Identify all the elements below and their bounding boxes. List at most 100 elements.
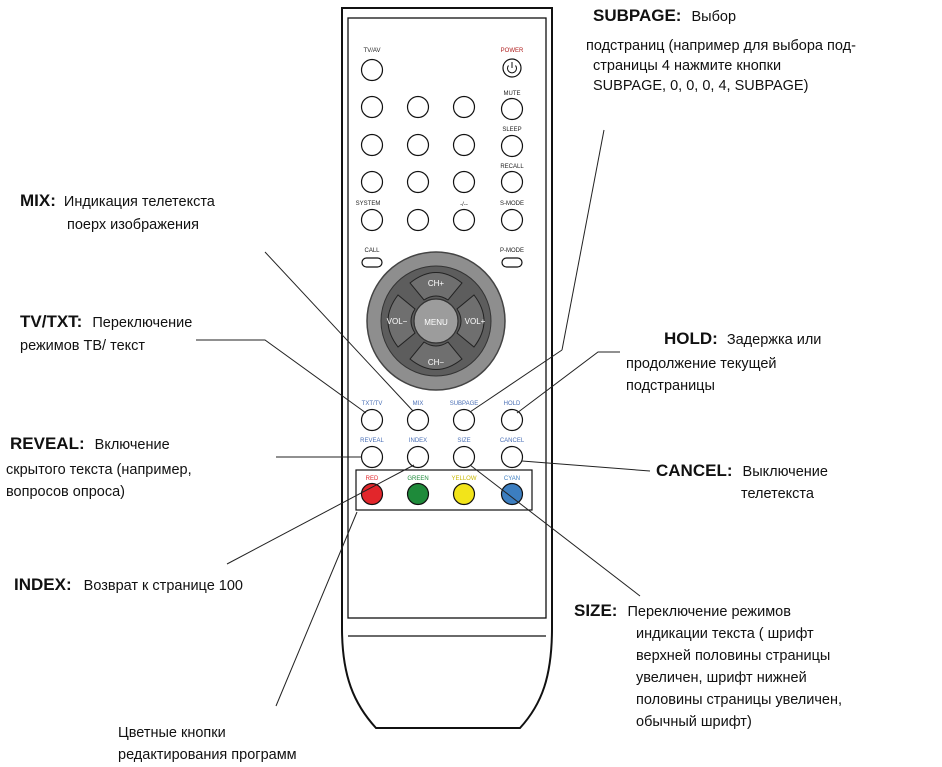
smode-button[interactable]	[500, 208, 524, 232]
mix-leader-line	[264, 251, 414, 412]
digit-0-button[interactable]	[406, 208, 430, 232]
system-label: SYSTEM	[356, 201, 381, 207]
index-title: INDEX:	[14, 575, 72, 594]
cancel-line-1: телетекста	[741, 486, 814, 502]
cancel-label: CANCEL	[500, 438, 525, 444]
yellow-button[interactable]	[452, 482, 476, 506]
digit-7-button[interactable]	[360, 170, 384, 194]
subpage-title: SUBPAGE:	[593, 6, 682, 25]
subpage-inline: Выбор	[691, 9, 737, 25]
dash-button[interactable]	[452, 208, 476, 232]
reveal-button[interactable]	[360, 445, 384, 469]
vol-plus-label: VOL+	[465, 317, 486, 326]
tvtxt-line-1: режимов ТВ/ текст	[20, 338, 146, 354]
cancel-leader-line	[521, 460, 651, 472]
mix-label: MIX	[413, 401, 424, 407]
size-leader-line	[469, 464, 641, 597]
mix-inline: Индикация телетекста	[63, 194, 215, 210]
cancel-title: CANCEL:	[656, 461, 733, 480]
tvtxt-title: TV/TXT:	[20, 312, 83, 331]
hold-title: HOLD:	[664, 329, 718, 348]
smode-label: S-MODE	[500, 201, 524, 207]
green-button[interactable]	[406, 482, 430, 506]
subpage-button[interactable]	[452, 408, 476, 432]
reveal-inline: Включение	[94, 437, 170, 453]
reveal-line-2: вопросов опроса)	[6, 484, 125, 500]
red-label: RED	[366, 476, 379, 482]
mix-line-1: поерх изображения	[67, 217, 199, 233]
red-button[interactable]	[360, 482, 384, 506]
vol-up-button[interactable]	[456, 294, 485, 348]
cyan-label: CYAN	[504, 476, 520, 482]
pmode-button[interactable]	[501, 257, 523, 268]
ch-up-button[interactable]	[409, 272, 463, 301]
reveal-title: REVEAL:	[10, 434, 85, 453]
cancel-annotation: CANCEL: Выключение	[656, 461, 828, 482]
vol-down-button[interactable]	[387, 294, 416, 348]
hold-button[interactable]	[500, 408, 524, 432]
cancel-button[interactable]	[500, 445, 524, 469]
size-label: SIZE	[457, 438, 470, 444]
size-button[interactable]	[452, 445, 476, 469]
sleep-label: SLEEP	[502, 127, 521, 133]
color-keys-leader-line	[275, 511, 358, 707]
subpage-annotation: SUBPAGE: Выбор	[593, 6, 736, 27]
size-line-2: верхней половины страницы	[636, 648, 831, 664]
sleep-button[interactable]	[500, 134, 524, 158]
mute-label: MUTE	[504, 91, 521, 97]
color-keys-line-1: Цветные кнопки	[118, 725, 226, 741]
txttv-label: TXT/TV	[362, 401, 383, 407]
index-button[interactable]	[406, 445, 430, 469]
mix-title: MIX:	[20, 191, 56, 210]
menu-button[interactable]	[413, 298, 459, 344]
mix-button[interactable]	[406, 408, 430, 432]
size-line-1: индикации текста ( шрифт	[636, 626, 814, 642]
digit-5-button[interactable]	[406, 133, 430, 157]
color-keys-line-2: редактирования программ	[118, 747, 297, 763]
ch-down-button[interactable]	[409, 341, 463, 370]
tvtxt-inline: Переключение	[92, 315, 193, 331]
size-title: SIZE:	[574, 601, 618, 620]
digit-9-button[interactable]	[452, 170, 476, 194]
size-line-3: увеличен, шрифт нижней	[636, 670, 807, 686]
digit-6-button[interactable]	[452, 133, 476, 157]
hold-annotation: HOLD: Задержка или	[664, 329, 821, 350]
recall-label: RECALL	[500, 164, 524, 170]
ch-plus-label: CH+	[428, 279, 445, 288]
hold-leader-line	[516, 351, 620, 414]
digit-1-button[interactable]	[360, 95, 384, 119]
digit-2-button[interactable]	[406, 95, 430, 119]
color-keys-box	[355, 469, 533, 511]
reveal-annotation: REVEAL: Включение	[10, 434, 170, 455]
subpage-leader-line	[561, 129, 605, 351]
mute-button[interactable]	[500, 97, 524, 121]
subpage-label: SUBPAGE	[450, 401, 479, 407]
ch-minus-label: CH−	[428, 358, 445, 367]
hold-label: HOLD	[504, 401, 521, 407]
dash-label: -/--	[460, 202, 468, 208]
cyan-button[interactable]	[500, 482, 524, 506]
remote-inner-panel	[347, 17, 547, 619]
recall-button[interactable]	[500, 170, 524, 194]
tvtxt-leader-line	[196, 339, 367, 414]
digit-4-button[interactable]	[360, 133, 384, 157]
txttv-button[interactable]	[360, 408, 384, 432]
index-leader-line	[226, 464, 415, 565]
green-label: GREEN	[407, 476, 428, 482]
tvav-button[interactable]	[360, 58, 384, 82]
index-label: INDEX	[409, 438, 427, 444]
subpage-line-3: SUBPAGE, 0, 0, 0, 4, SUBPAGE)	[593, 78, 809, 94]
digit-8-button[interactable]	[406, 170, 430, 194]
call-button[interactable]	[361, 257, 383, 268]
system-button[interactable]	[360, 208, 384, 232]
tvtxt-annotation: TV/TXT: Переключение	[20, 312, 192, 333]
subpage-leader-line-2	[469, 349, 563, 413]
nav-pad: CH+ CH− VOL− VOL+ MENU	[366, 251, 506, 391]
size-inline: Переключение режимов	[627, 604, 791, 620]
pmode-label: P-MODE	[500, 248, 524, 254]
hold-line-1: продолжение текущей	[626, 356, 777, 372]
mix-annotation: MIX: Индикация телетекста	[20, 191, 215, 212]
reveal-label: REVEAL	[360, 438, 384, 444]
menu-label: MENU	[424, 318, 448, 327]
digit-3-button[interactable]	[452, 95, 476, 119]
